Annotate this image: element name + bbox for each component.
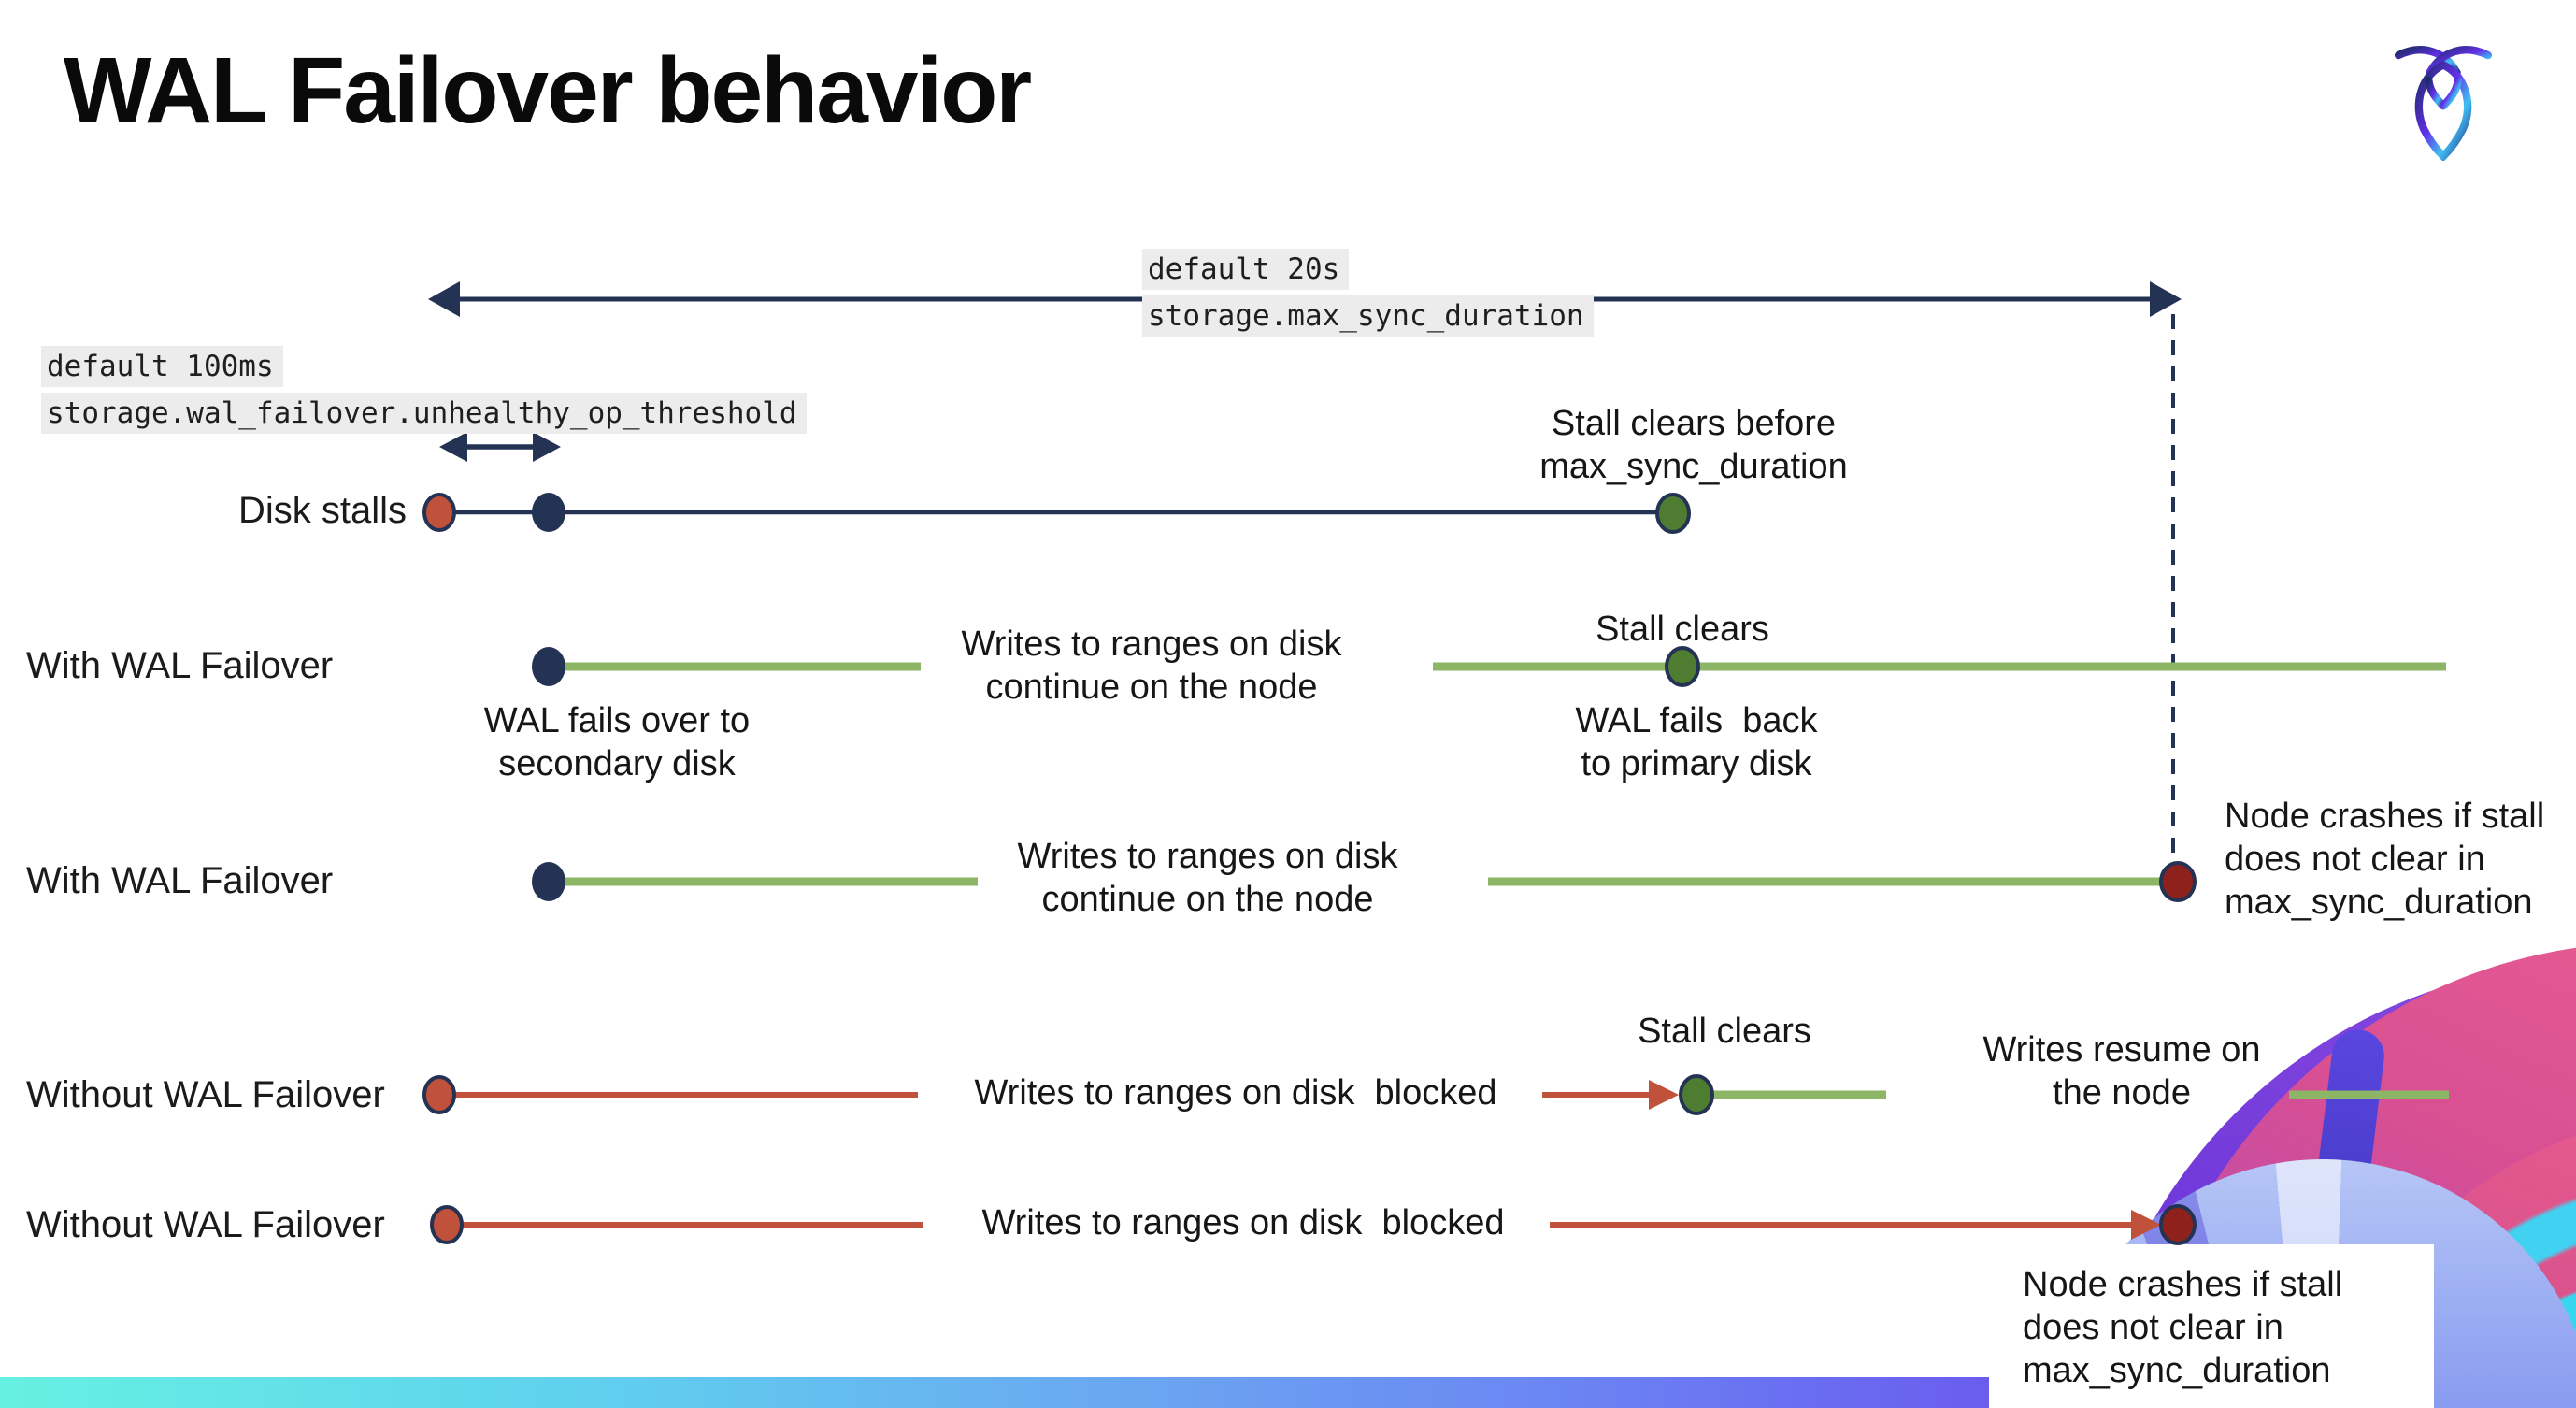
- stall-clears-dot-row2: [1665, 646, 1700, 687]
- node-crash-dot-row5: [2159, 1204, 2197, 1245]
- annotation-writes-resume: Writes resume on the node: [1982, 1030, 2261, 1113]
- annotation-stall-clears-before: Stall clears before max_sync_duration: [1539, 404, 1848, 486]
- page-title: WAL Failover behavior: [64, 38, 1032, 143]
- threshold-arrowhead-right: [533, 432, 561, 462]
- threshold-default-text: default 100ms: [41, 346, 283, 387]
- annotation-writes-blocked-2: Writes to ranges on disk blocked: [981, 1203, 1505, 1243]
- annotation-node-crashes-right: Node crashes if stall does not clear in …: [2225, 797, 2545, 922]
- arrowhead-right: [2150, 281, 2182, 317]
- node-crashes-callout-box: Node crashes if stall does not clear in …: [1989, 1244, 2434, 1408]
- red-arrowhead-row4: [1649, 1080, 1679, 1110]
- annotation-writes-blocked-1: Writes to ranges on disk blocked: [974, 1073, 1497, 1113]
- logo-branch-left: [2425, 76, 2448, 110]
- threshold-arrowhead-left: [439, 432, 467, 462]
- failover-dot-row2: [532, 647, 565, 686]
- annotation-writes-continue-1: Writes to ranges on disk continue on the…: [961, 625, 1342, 707]
- row-label-without-wal-failover-1: Without WAL Failover: [26, 1074, 385, 1115]
- max-sync-duration-label: default 20s storage.max_sync_duration: [1142, 249, 1594, 342]
- row-label-with-wal-failover-1: With WAL Failover: [26, 645, 334, 686]
- cockroachdb-logo-icon: [2395, 46, 2492, 161]
- threshold-setting-text: storage.wal_failover.unhealthy_op_thresh…: [41, 393, 807, 434]
- row-label-disk-stalls: Disk stalls: [237, 490, 407, 531]
- node-crash-dot-row3: [2159, 861, 2197, 902]
- failover-dot-row3: [532, 862, 565, 901]
- annotation-stall-clears-2: Stall clears: [1638, 1012, 1811, 1051]
- stall-clears-dot-row1: [1655, 493, 1691, 534]
- logo-branch-right: [2439, 76, 2462, 110]
- stall-start-dot-row4: [422, 1075, 456, 1114]
- max-sync-default-text: default 20s: [1142, 249, 1350, 290]
- annotation-wal-fails-back: WAL fails back to primary disk: [1575, 701, 1818, 783]
- stall-start-dot-row5: [430, 1205, 464, 1244]
- disk-stall-start-dot: [422, 493, 456, 532]
- arrowhead-left: [428, 281, 460, 317]
- row-label-without-wal-failover-2: Without WAL Failover: [26, 1204, 385, 1245]
- annotation-writes-continue-2: Writes to ranges on disk continue on the…: [1017, 837, 1398, 919]
- unhealthy-op-threshold-label: default 100ms storage.wal_failover.unhea…: [41, 346, 807, 439]
- annotation-wal-fails-over: WAL fails over to secondary disk: [483, 701, 751, 783]
- annotation-stall-clears-1: Stall clears: [1596, 610, 1769, 649]
- red-arrowhead-row5: [2131, 1210, 2161, 1240]
- max-sync-setting-text: storage.max_sync_duration: [1142, 295, 1594, 337]
- annotation-node-crashes-box: Node crashes if stall does not clear in …: [2023, 1265, 2343, 1390]
- stall-clears-dot-row4: [1679, 1074, 1714, 1115]
- row-label-with-wal-failover-2: With WAL Failover: [26, 860, 334, 901]
- threshold-reached-dot-1: [532, 493, 565, 532]
